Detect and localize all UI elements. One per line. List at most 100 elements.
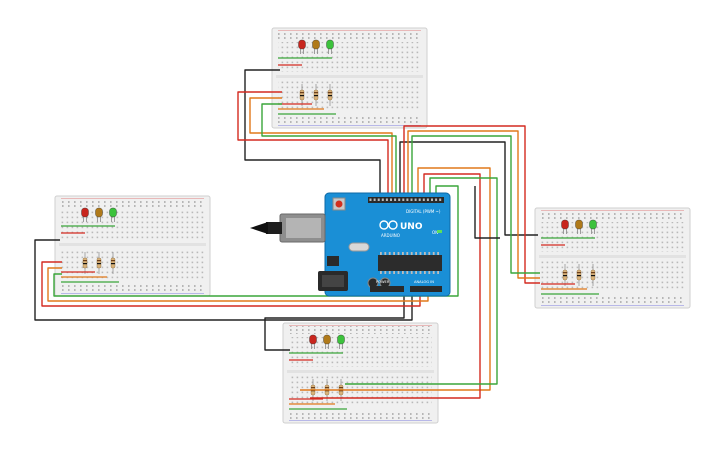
wire-green[interactable] [345,177,498,385]
resistor-band [563,272,567,274]
chip-pin [410,252,413,255]
resistor-band [97,263,101,265]
header-pin[interactable] [439,198,442,202]
led-icon[interactable] [326,39,334,50]
led-icon[interactable] [109,207,117,218]
resistor-band [328,95,332,97]
chip-pin [384,271,387,274]
chip-pin [432,252,435,255]
resistor-band [83,263,87,265]
wire-orange[interactable] [300,167,491,391]
microcontroller-chip-icon [378,252,442,274]
header-pin[interactable] [422,198,425,202]
wire-green[interactable] [411,135,540,274]
wire-black[interactable] [399,141,538,236]
power-label: POWER [376,280,390,284]
wire-black[interactable] [264,292,405,351]
wire-orange[interactable] [407,130,540,279]
header-pin[interactable] [385,198,388,202]
terminal-strip-bottom [278,81,421,111]
resistor-band [111,263,115,265]
analog-pin-header[interactable] [410,286,442,292]
header-pin[interactable] [377,198,380,202]
chip-pin [393,271,395,274]
chip-pin [428,271,431,274]
digital-pin-header[interactable] [368,197,444,203]
chip-pin [384,252,387,255]
chip-pin [388,252,391,255]
header-pin[interactable] [410,198,413,202]
chip-pin [393,252,395,255]
led-icon[interactable] [312,39,320,50]
power-rail-top [289,326,432,334]
resistor-band [591,272,595,274]
chip-pin [432,271,435,274]
wire-red[interactable] [310,173,481,399]
chip-pin [424,252,426,255]
header-pin[interactable] [390,198,392,202]
led-icon[interactable] [589,219,597,230]
chip-pin [402,271,404,274]
wire-orange[interactable] [249,97,393,200]
resistor-band [577,275,581,277]
chip-pin [437,252,439,255]
wire-black[interactable] [34,239,413,321]
header-pin[interactable] [435,198,438,202]
power-rail-bottom [61,285,204,293]
chip-pin [437,271,439,274]
led-icon[interactable] [323,334,331,345]
breadboard[interactable] [282,322,439,424]
header-pin[interactable] [418,198,421,202]
header-pin[interactable] [414,198,417,202]
chip-pin [424,271,426,274]
resistor-band [339,387,343,389]
header-pin[interactable] [431,198,433,202]
led-icon[interactable] [309,334,317,345]
resistor-band [328,92,332,94]
resistor-band [83,260,87,262]
led-icon[interactable] [337,334,345,345]
led-icon[interactable] [95,207,103,218]
wire-black[interactable] [474,186,500,239]
header-pin[interactable] [381,198,384,202]
breadboard[interactable] [54,195,211,297]
wire-orange[interactable] [47,267,429,302]
wires [34,69,540,399]
header-pin[interactable] [373,198,376,202]
led-icon[interactable] [575,219,583,230]
wire-green[interactable] [53,185,459,297]
wire-black[interactable] [244,69,381,200]
wire-red[interactable] [403,125,540,284]
reset-button-icon[interactable] [332,197,346,211]
analog-label: ANALOG IN [414,280,434,284]
breadboard[interactable] [534,207,691,309]
resistor-band [325,387,329,389]
led-icon[interactable] [298,39,306,50]
header-pin[interactable] [426,198,429,202]
usb-connector-icon [250,213,326,243]
breadboard[interactable] [271,27,428,129]
power-rail-top [278,31,421,39]
center-channel [287,370,434,373]
header-pin[interactable] [369,198,372,202]
header-pin[interactable] [406,198,409,202]
header-pin[interactable] [394,198,397,202]
led-icon[interactable] [561,219,569,230]
resistor-band [111,260,115,262]
chip-pin [397,252,400,255]
header-pin[interactable] [398,198,401,202]
power-rail-top [61,199,204,207]
voltage-regulator [327,256,339,266]
wire-red[interactable] [237,91,389,200]
resistor-band [563,275,567,277]
chip-pin [419,252,422,255]
power-pin-header[interactable] [370,286,404,292]
resistor-band [591,275,595,277]
arduino-uno-board[interactable]: UNO ARDUINO DIGITAL (PWM ~) ANALOG IN PO… [250,192,451,297]
chip-pin [380,271,382,274]
led-icon[interactable] [81,207,89,218]
header-pin[interactable] [402,198,405,202]
wire-green[interactable] [261,103,397,200]
